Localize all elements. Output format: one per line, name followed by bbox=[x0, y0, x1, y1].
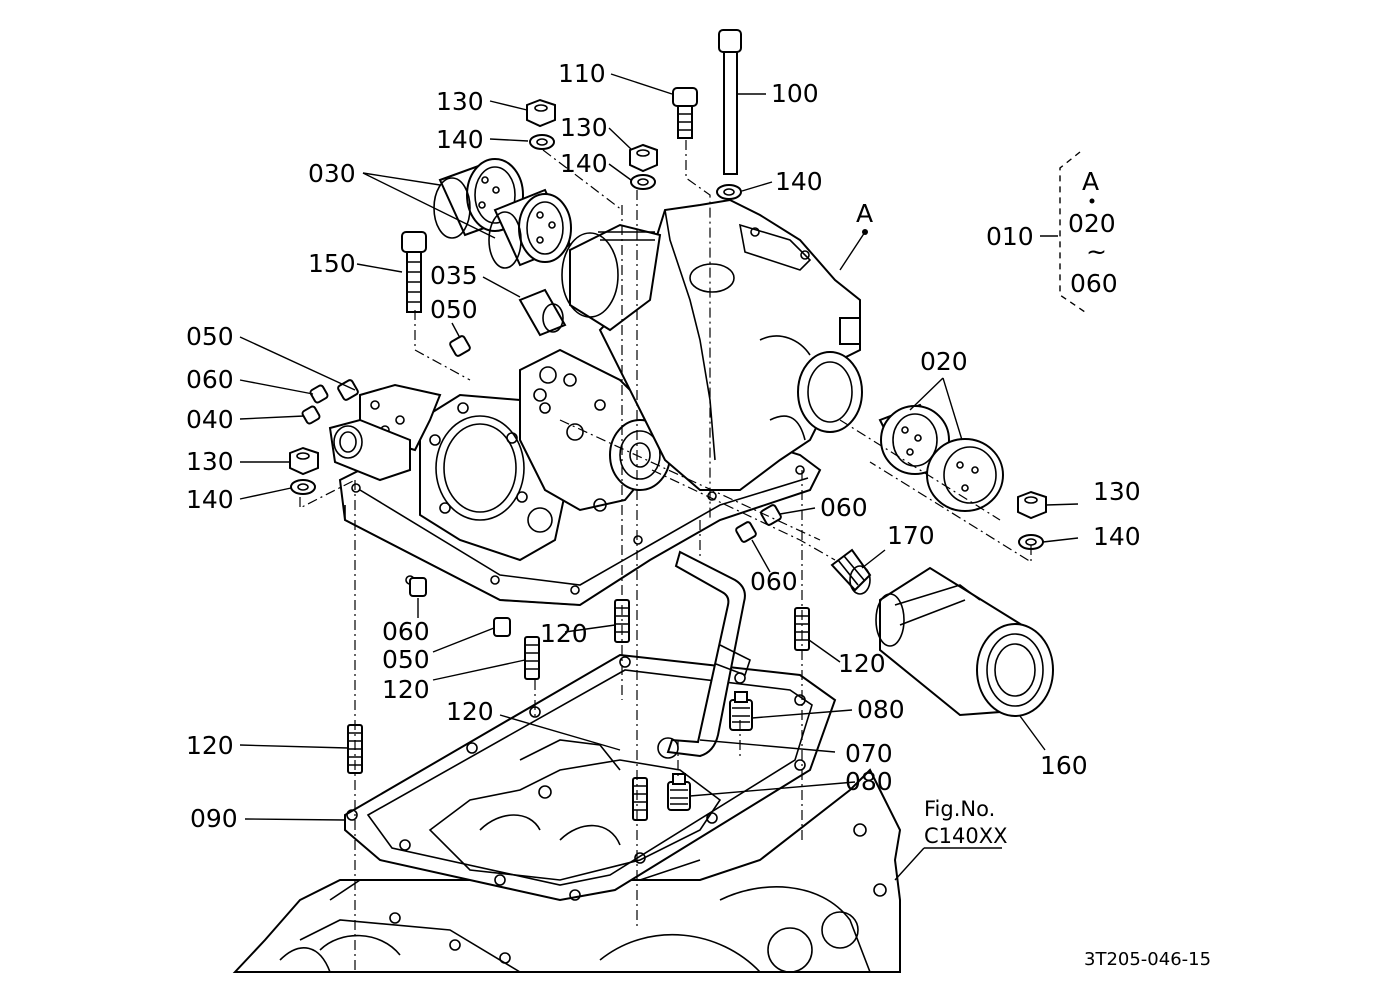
callout-100: 100 bbox=[771, 79, 819, 108]
callout-030: 030 bbox=[308, 159, 356, 188]
callout-120-d: 120 bbox=[446, 697, 494, 726]
callout-110: 110 bbox=[558, 59, 606, 88]
callout-A: A bbox=[856, 199, 873, 228]
plug-040 bbox=[301, 405, 321, 425]
callout-060-a: 060 bbox=[186, 365, 234, 394]
callout-130-a: 130 bbox=[436, 87, 484, 116]
callout-130-c: 130 bbox=[186, 447, 234, 476]
callout-120-c: 120 bbox=[838, 649, 886, 678]
figure-reference: Fig.No. C140XX bbox=[924, 797, 1008, 848]
bolt-150 bbox=[401, 231, 427, 313]
callout-060-b: 060 bbox=[820, 493, 868, 522]
callout-140-d: 140 bbox=[186, 485, 234, 514]
callout-060-d: 060 bbox=[382, 617, 430, 646]
washer-140-d bbox=[290, 479, 316, 495]
callout-140-e: 140 bbox=[1093, 522, 1141, 551]
bolt-100 bbox=[718, 29, 742, 175]
plug-050-a bbox=[449, 335, 471, 357]
callout-120-a: 120 bbox=[540, 619, 588, 648]
callout-140-c: 140 bbox=[775, 167, 823, 196]
bushing-030-b bbox=[488, 188, 572, 269]
strainer-plug-upper bbox=[729, 691, 753, 731]
washer-140-c bbox=[716, 184, 742, 200]
nut-130-d bbox=[1017, 490, 1047, 520]
assembly-group-010: A 020 ~ 060 bbox=[1068, 167, 1118, 298]
washer-140-a bbox=[529, 134, 555, 150]
gear-case-cover bbox=[561, 198, 863, 491]
group-range-end: 060 bbox=[1070, 269, 1118, 298]
assembly-lines bbox=[299, 140, 1032, 970]
callout-050-c: 050 bbox=[382, 645, 430, 674]
callout-070: 070 bbox=[845, 739, 893, 768]
figure-ref-label: Fig.No. bbox=[924, 797, 995, 821]
callout-050-b: 050 bbox=[186, 322, 234, 351]
callout-035: 035 bbox=[430, 261, 478, 290]
callout-140-b: 140 bbox=[560, 149, 608, 178]
plug-060-a bbox=[309, 384, 329, 404]
callout-080-b: 080 bbox=[845, 767, 893, 796]
group-marker: A bbox=[1082, 167, 1099, 196]
callout-140-a: 140 bbox=[436, 125, 484, 154]
group-range-tilde: ~ bbox=[1086, 237, 1107, 266]
plug-050-b bbox=[337, 379, 359, 401]
callout-170: 170 bbox=[887, 521, 935, 550]
drawing-code: 3T205-046-15 bbox=[1084, 949, 1211, 970]
plug-060-d bbox=[409, 577, 427, 597]
plug-050-c bbox=[493, 617, 511, 637]
bolt-110 bbox=[672, 87, 698, 139]
washer-140-b bbox=[630, 174, 656, 190]
bushing-020-b bbox=[926, 438, 1004, 512]
pin-035 bbox=[518, 288, 567, 337]
callout-020: 020 bbox=[920, 347, 968, 376]
leader-lines bbox=[239, 73, 1086, 881]
callout-150: 150 bbox=[308, 249, 356, 278]
callout-120-e: 120 bbox=[186, 731, 234, 760]
strainer-plug-lower bbox=[667, 773, 691, 811]
callout-labels: 110 100 130 140 130 140 140 030 150 035 … bbox=[186, 59, 1141, 833]
figure-ref-number: C140XX bbox=[924, 824, 1008, 848]
plug-060-c bbox=[735, 521, 757, 543]
callout-130-b: 130 bbox=[560, 113, 608, 142]
callout-080-a: 080 bbox=[857, 695, 905, 724]
callout-090: 090 bbox=[190, 804, 238, 833]
callout-040: 040 bbox=[186, 405, 234, 434]
group-dot bbox=[1089, 198, 1095, 204]
oil-pipe bbox=[657, 550, 751, 759]
callout-130-d: 130 bbox=[1093, 477, 1141, 506]
crankcase-interior bbox=[428, 739, 722, 881]
oil-filter-cartridge bbox=[875, 566, 1054, 717]
callout-050-a: 050 bbox=[430, 295, 478, 324]
callout-120-b: 120 bbox=[382, 675, 430, 704]
callout-010: 010 bbox=[986, 222, 1034, 251]
nut-130-b bbox=[629, 143, 658, 173]
group-range-start: 020 bbox=[1068, 209, 1116, 238]
stud-120-d bbox=[632, 777, 648, 821]
oil-filter-nipple bbox=[830, 548, 872, 595]
stud-120-a bbox=[524, 636, 540, 680]
callout-060-c: 060 bbox=[750, 567, 798, 596]
nut-130-a bbox=[526, 98, 556, 128]
callout-160: 160 bbox=[1040, 751, 1088, 780]
nut-130-c bbox=[289, 446, 319, 476]
plug-060-b bbox=[760, 504, 782, 526]
